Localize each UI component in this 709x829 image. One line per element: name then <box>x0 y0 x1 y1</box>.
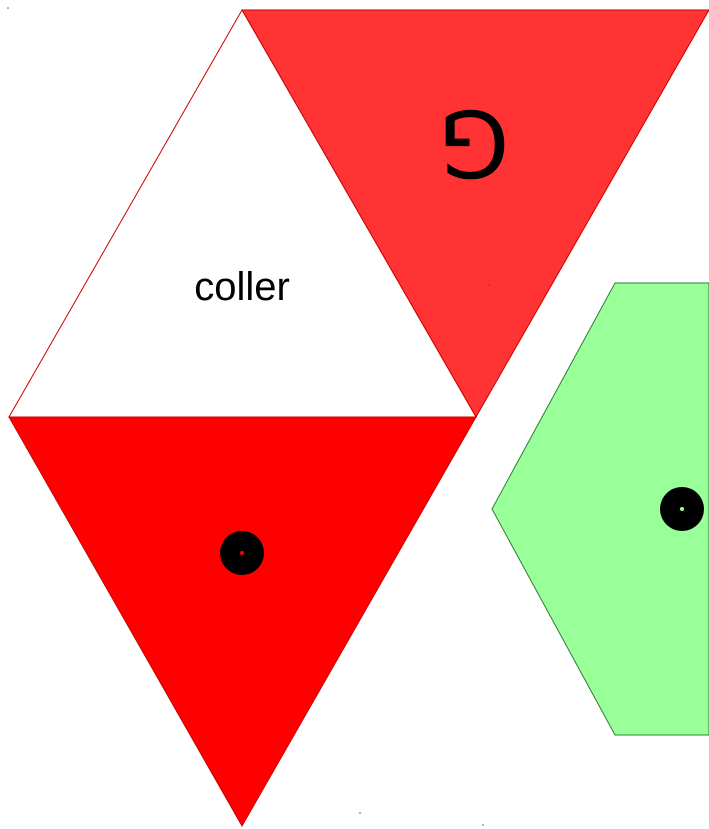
rotated-letter-glyph: ⅁ <box>438 96 509 198</box>
black-dot-icon <box>220 531 264 575</box>
stray-speck <box>482 824 484 826</box>
white-triangle-label: coller <box>194 265 290 309</box>
stray-speck <box>359 812 361 814</box>
black-dot-icon <box>660 487 704 531</box>
green-hexagon <box>491 282 709 736</box>
bottom-red-triangle <box>8 416 477 828</box>
stray-speck <box>488 284 490 286</box>
stray-speck <box>7 7 9 9</box>
